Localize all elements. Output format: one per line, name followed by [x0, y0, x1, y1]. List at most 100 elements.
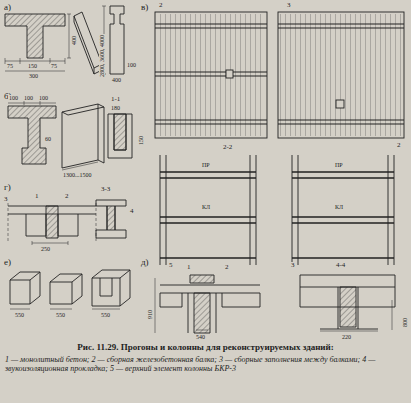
dimension-label: 150 [138, 135, 144, 146]
block-units [10, 309, 120, 310]
dimension-label: КЛ [334, 204, 344, 210]
dimension-label: 3 [290, 262, 296, 269]
dimension-label: 100 [23, 95, 34, 101]
slab-isometric [62, 162, 98, 170]
dimension-label: 300 [28, 73, 39, 79]
dimension-label: 1 [34, 193, 40, 200]
floor-plan-right [336, 100, 344, 108]
drawing [5, 6, 404, 333]
floor-plan-right [280, 14, 402, 136]
cross-section [8, 101, 56, 105]
dimension-label: 550 [14, 312, 25, 318]
column-head [155, 278, 208, 333]
dimension-label: ПР [201, 162, 211, 168]
section-3-3 [96, 200, 126, 238]
floor-plan-left [155, 24, 267, 124]
dimension-label: 800 [402, 317, 408, 328]
section-3-3 [96, 200, 126, 238]
column-head [190, 275, 214, 283]
block-units [10, 270, 130, 309]
dimension-label: 910 [147, 309, 153, 320]
section-1-1 [108, 114, 132, 158]
slab-isometric [62, 104, 104, 170]
block-units [10, 272, 40, 304]
t-section [5, 14, 71, 71]
dimension-label: 100 [38, 95, 49, 101]
dimension-label: 2 [224, 264, 230, 271]
dimension-label: КЛ [201, 204, 211, 210]
column-head [160, 285, 260, 333]
panel-letter: г) [3, 183, 12, 192]
dimension-label: 3 [3, 196, 9, 203]
dimension-label: 100 [126, 62, 137, 68]
dimension-label: 2800, 3600, 4000 [99, 34, 105, 78]
frame-section-left [160, 155, 256, 265]
section-1-1 [114, 114, 126, 150]
beam-joint [32, 241, 68, 245]
dimension-label: 2 [396, 142, 402, 149]
section-4-4 [340, 287, 356, 327]
legend-text: 1 — монолитный бетон; 2 — сборная железо… [4, 355, 409, 373]
beam-joint [46, 206, 58, 238]
frame-section-right [292, 155, 394, 265]
dimension-label: 3-3 [100, 186, 111, 193]
dimension-label: 1-1 [110, 96, 121, 103]
dimension-label: 550 [100, 312, 111, 318]
frame-section-right [292, 172, 394, 258]
floor-plan-right [278, 24, 404, 124]
frame-section-right [292, 155, 394, 265]
block-units [50, 274, 82, 304]
dimension-label: 540 [195, 334, 206, 340]
t-section [5, 14, 65, 58]
panel-letter: а) [3, 3, 12, 12]
panel-letter: е) [3, 258, 12, 267]
floor-plan-left [155, 12, 267, 138]
dimension-label: 150 [27, 63, 38, 69]
column-head [155, 275, 260, 333]
dimension-label: 400 [111, 77, 122, 83]
dimension-label: 2 [158, 2, 164, 9]
floor-plan-right [278, 12, 404, 138]
beam-joint [8, 203, 96, 245]
section-4-4 [320, 287, 378, 329]
block-units [92, 270, 130, 306]
column-head [160, 293, 260, 307]
section-4-4 [300, 275, 395, 331]
slab-isometric [62, 104, 104, 168]
frame-section-left [160, 172, 256, 258]
dimension-label: 60 [44, 136, 52, 142]
dimension-label: 550 [55, 312, 66, 318]
cross-section [8, 106, 56, 164]
dimension-label: 1 [186, 264, 192, 271]
column-element [102, 6, 124, 74]
dimension-label: 100 [8, 95, 19, 101]
dimension-label: 220 [341, 334, 352, 340]
cross-section [8, 101, 56, 164]
dimension-label: 4-4 [335, 262, 346, 269]
section-3-3 [107, 206, 115, 230]
floor-plan-right [278, 12, 404, 138]
floor-plan-left [157, 14, 265, 136]
floor-plan-left [226, 70, 233, 78]
column-element [110, 6, 124, 74]
dimension-label: 250 [40, 246, 51, 252]
dimension-label: 2 [64, 193, 70, 200]
dimension-label: 180 [110, 105, 121, 111]
dimension-label: 4 [129, 208, 135, 215]
beam-isometric [74, 12, 102, 74]
dimension-label: 75 [50, 63, 58, 69]
dimension-label: 2-2 [222, 144, 233, 151]
panel-letter: д) [140, 258, 150, 267]
figure-caption: Рис. 11.29. Прогоны и колонны для реконс… [0, 342, 411, 352]
dimension-label: 3 [286, 2, 292, 9]
dimension-label: ПР [334, 162, 344, 168]
dimension-label: 75 [6, 63, 14, 69]
panel-letter: в) [140, 3, 149, 12]
t-section [5, 58, 65, 71]
section-1-1 [108, 114, 132, 158]
beam-joint [8, 203, 96, 243]
column-head [194, 293, 210, 333]
dimension-label: 5 [168, 262, 174, 269]
floor-plan-left [155, 12, 267, 138]
dimension-label: 400 [71, 35, 77, 46]
